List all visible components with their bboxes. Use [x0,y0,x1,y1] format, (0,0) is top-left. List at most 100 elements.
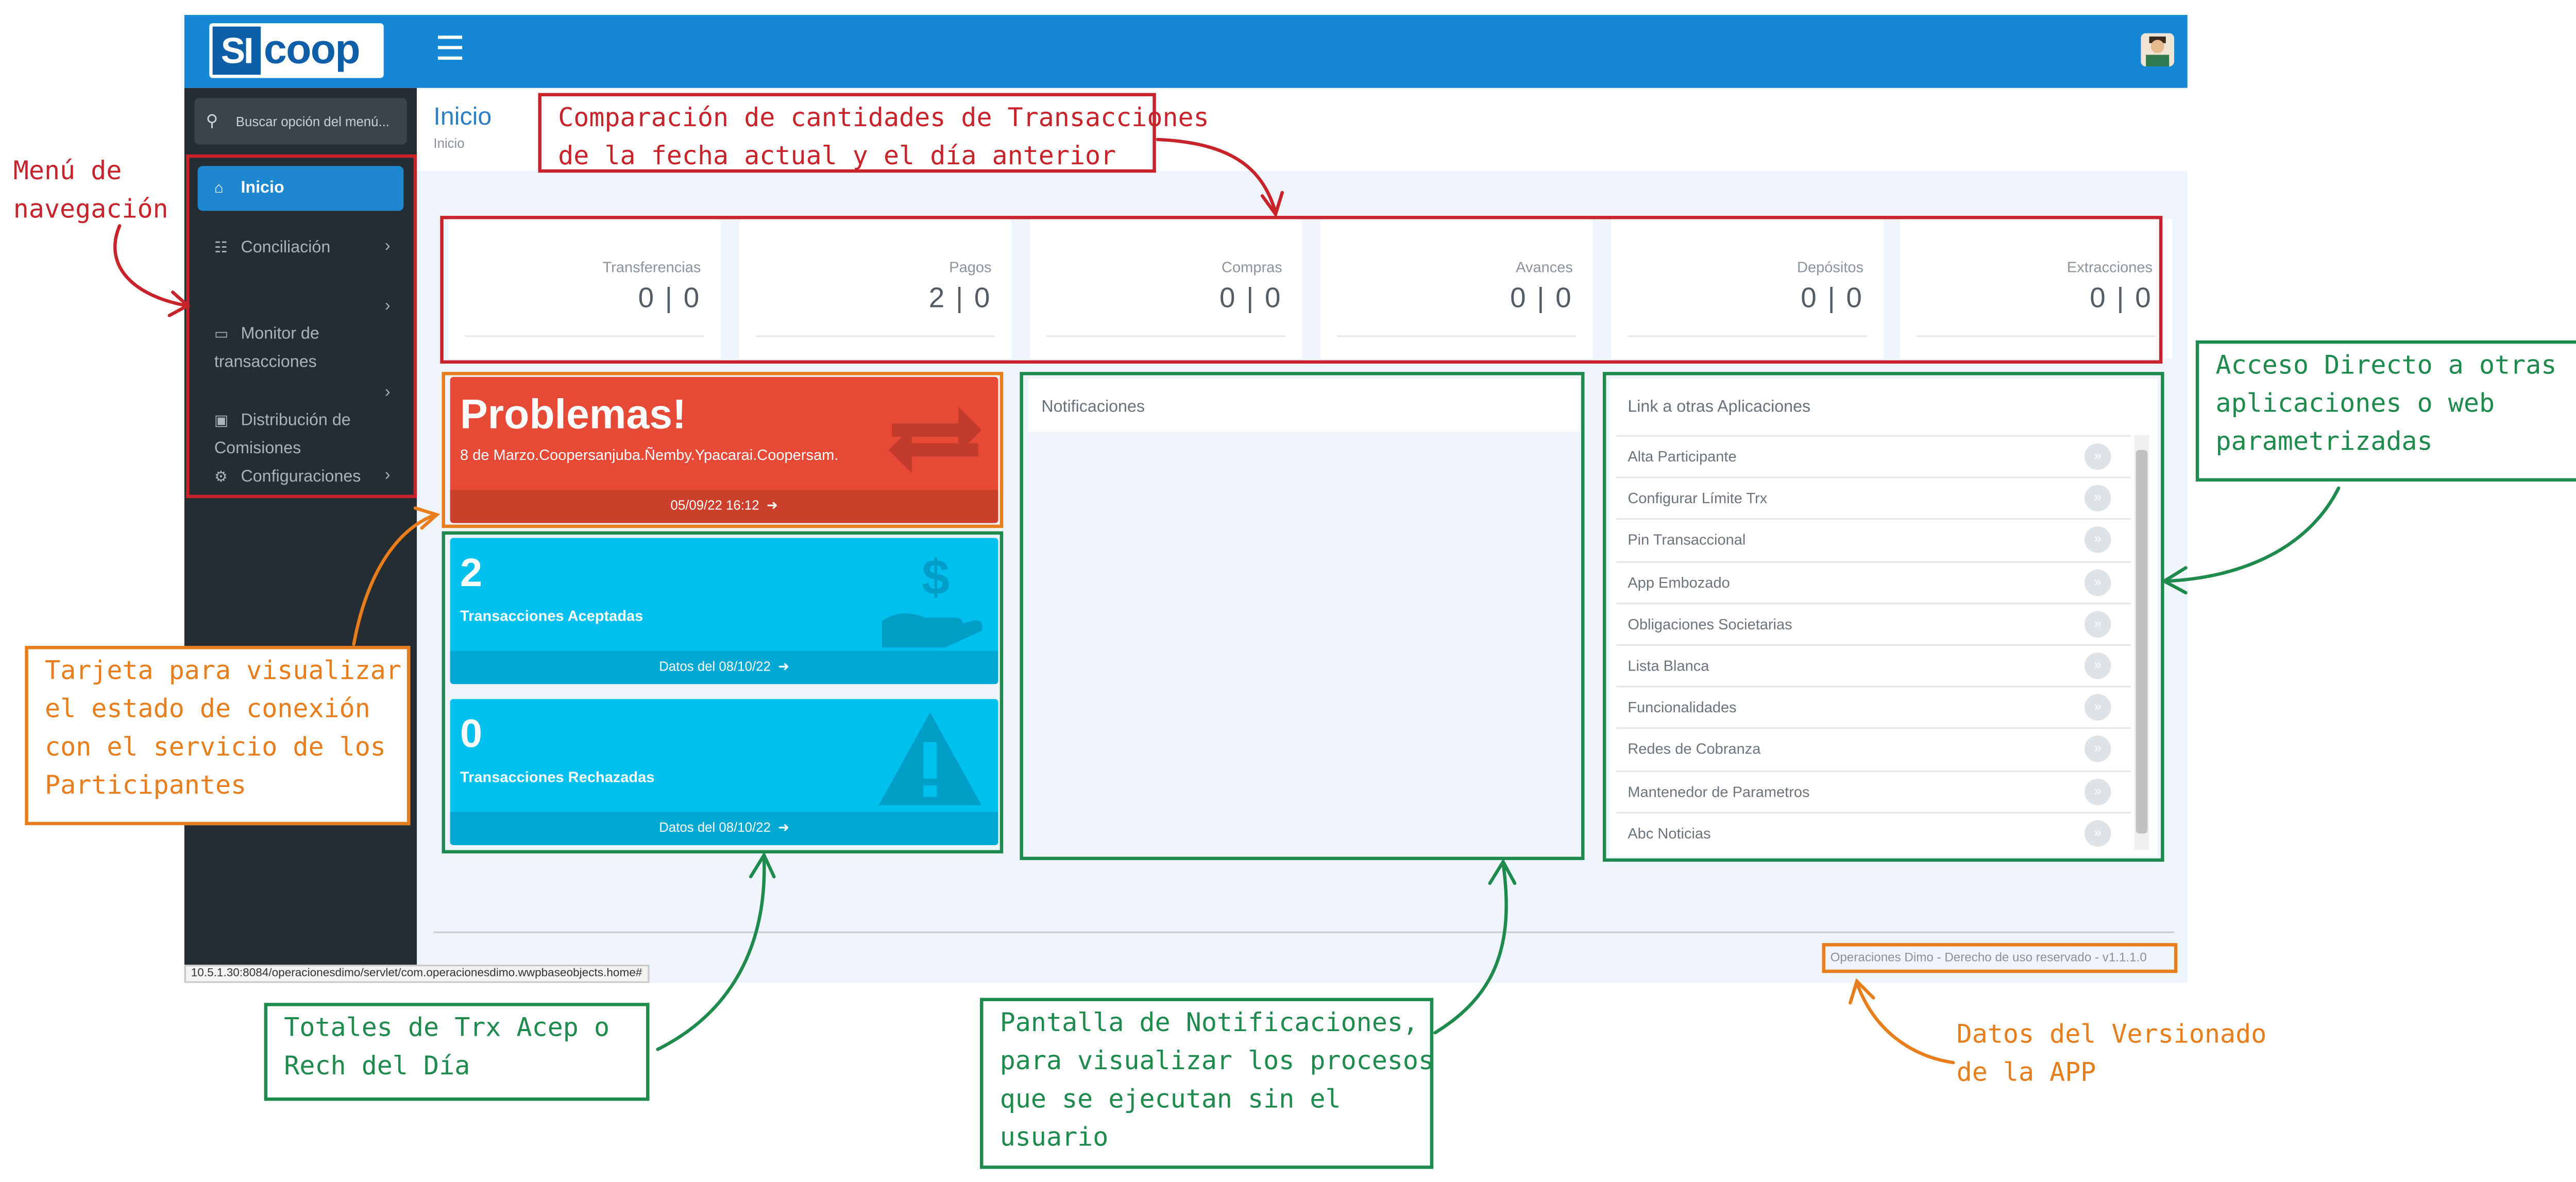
rejected-transactions-card: 0 Transacciones Rechazadas Datos del 08/… [450,699,998,845]
sidebar-item-conciliacion[interactable]: ☷ Conciliación › [198,236,404,259]
stat-pagos: Pagos 2 | 0 [739,219,1012,359]
footer-version-text: Operaciones Dimo - Derecho de uso reserv… [1830,950,2147,965]
link-lista-blanca[interactable]: Lista Blanca » [1616,644,2131,686]
link-label: Configurar Límite Trx [1628,490,1768,507]
divider [1046,335,1286,337]
sidebar-item-label: Configuraciones [241,468,361,487]
annotation-totals: Totales de Trx Acep o Rech del Día [264,1003,650,1101]
divider [1628,335,1867,337]
link-mantenedor-de-parametros[interactable]: Mantenedor de Parametros» [1616,769,2131,811]
link-label: Obligaciones Societarias [1628,615,1792,632]
link-redes-de-cobranza[interactable]: Redes de Cobranza » [1616,728,2131,769]
user-avatar-icon [2141,33,2174,66]
stat-value: 0 | 0 [1801,282,1864,314]
chevron-right-icon: » [2084,819,2111,847]
monitor-icon: ▭ [214,325,229,342]
links-list: Alta Participante » Configurar Límite Trx… [1616,435,2131,853]
link-label: Redes de Cobranza [1628,741,1761,758]
sidebar [184,88,417,983]
chevron-right-icon: » [2084,443,2111,470]
warning-triangle-icon [878,712,982,806]
page-title: Inicio [433,102,492,131]
sidebar-item-inicio[interactable]: ⌂Inicio [197,166,404,211]
browser-status-bar: 10.5.1.30:8084/operacionesdimo/servlet/c… [184,965,649,983]
breadcrumb[interactable]: Inicio [433,136,465,151]
stat-extracciones: Extracciones 0 | 0 [1900,219,2173,359]
menu-search-input[interactable]: ⚲ Buscar opción del menú... [194,98,407,145]
stat-label: Pagos [949,259,992,276]
highlight-notifications [1020,372,1585,860]
problems-card: Problemas! 8 de Marzo.Coopersanjuba.Ñemb… [450,376,998,523]
chevron-right-icon: › [384,237,391,256]
search-icon: ⚲ [206,112,218,131]
accepted-card-footer[interactable]: Datos del 08/10/22 ➜ [450,650,998,684]
link-configurar-limite-trx[interactable]: Configurar Límite Trx» [1616,476,2131,519]
problems-card-footer[interactable]: 05/09/22 16:12 ➜ [450,490,998,523]
chevron-right-icon: › [384,466,391,485]
user-avatar[interactable] [2141,33,2174,66]
chevron-right-icon: » [2084,652,2111,679]
problems-timestamp: 05/09/22 16:12 [670,498,759,513]
arrow-circle-right-icon: ➜ [774,659,789,674]
chevron-right-icon: › [384,383,391,402]
money-hand-icon: $ [882,550,982,648]
divider [1917,335,2156,337]
problems-participants: 8 de Marzo.Coopersanjuba.Ñemby.Ypacarai.… [460,447,839,464]
rejected-card-footer[interactable]: Datos del 08/10/22 ➜ [450,812,998,845]
sidebar-item-configuraciones[interactable]: ⚙Configuraciones › [198,465,404,488]
chevron-right-icon: » [2084,736,2111,763]
highlight-links [1602,372,2164,862]
sidebar-item-label: Distribución de Comisiones [214,412,351,458]
stat-label: Avances [1516,259,1573,276]
link-alta-participante[interactable]: Alta Participante » [1616,435,2131,477]
link-funcionalidades[interactable]: Funcionalidades» [1616,686,2131,728]
annotation-direct-access: Acceso Directo a otras aplicaciones o we… [2195,340,2576,482]
highlight-problems-card [442,372,1004,528]
sicoop-logo[interactable]: SI coop [209,23,384,78]
chevron-right-icon: » [2084,778,2111,804]
link-label: Lista Blanca [1628,657,1709,674]
chevron-right-icon: › [384,297,391,316]
sidebar-item-label: Monitor de transacciones [214,325,319,372]
problems-title: Problemas! [460,391,686,439]
home-icon: ⌂ [214,179,224,196]
annotation-card-status: Tarjeta para visualizar el estado de con… [25,646,411,826]
rejected-date: Datos del 08/10/22 [659,820,771,835]
stat-value: 0 | 0 [2090,282,2153,314]
accepted-label: Transacciones Aceptadas [460,607,643,625]
divider [755,335,995,337]
footer-divider [433,931,2174,933]
links-header: Link a otras Aplicaciones [1628,398,1811,417]
link-label: Alta Participante [1628,448,1737,465]
sidebar-item-label: Conciliación [241,239,331,258]
highlight-transaction-cards [442,531,1004,854]
svg-text:$: $ [922,550,950,605]
links-scrollbar-thumb[interactable] [2136,450,2148,834]
link-abc-noticias[interactable]: Abc Noticias » [1616,811,2131,853]
stat-avances: Avances 0 | 0 [1320,219,1593,359]
list-icon: ☷ [214,239,228,256]
highlight-stats [440,216,2163,364]
stat-value: 0 | 0 [1219,282,1282,314]
link-app-embozado[interactable]: App Embozado » [1616,560,2131,602]
stat-label: Extracciones [2066,259,2153,276]
chevron-right-icon: » [2084,569,2111,595]
annotation-version-text: Datos del Versionado de la APP [1956,1019,2267,1088]
notifications-header: Notificaciones [1041,398,1145,417]
stat-label: Transferencias [602,259,701,276]
link-label: Abc Noticias [1628,825,1711,842]
link-pin-transaccional[interactable]: Pin Transaccional» [1616,519,2131,560]
sidebar-item-monitor-transacciones[interactable]: ▭Monitor de transacciones › [198,292,404,405]
link-label: Pin Transaccional [1628,532,1746,549]
stat-transferencias: Transferencias 0 | 0 [448,219,721,359]
hamburger-menu-icon[interactable]: ☰ [435,31,465,68]
menu-search-placeholder: Buscar opción del menú... [235,113,389,129]
logo-si-text: SI [212,26,261,75]
money-icon: ▣ [214,412,229,429]
link-label: App Embozado [1628,574,1730,591]
link-obligaciones-societarias[interactable]: Obligaciones Societarias» [1616,602,2131,644]
sidebar-item-distribucion-comisiones[interactable]: ▣Distribución de Comisiones › [198,379,404,491]
stat-value: 2 | 0 [928,282,992,314]
